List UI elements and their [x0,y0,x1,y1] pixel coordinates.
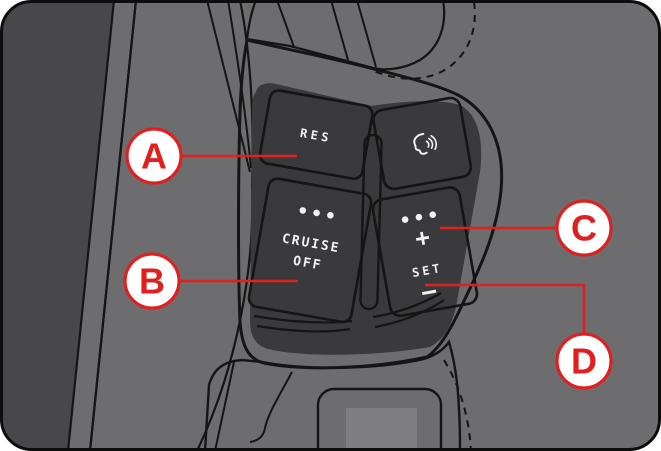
off-label: OFF [292,254,324,274]
callout-a-circle [125,127,183,185]
lower-spoke [203,339,462,450]
switch-pod-shadow [250,83,482,355]
callout-b-circle [123,252,181,310]
res-button [258,89,374,180]
switch-pod-bezel [237,38,504,370]
voice-command-button [372,96,473,191]
three-dots-icon [401,211,436,223]
callout-c-label: C [571,208,597,249]
rim-trim-dashed-line-top [373,1,476,80]
button-divider [359,133,383,311]
pod-edge-line [372,292,442,319]
callout-b-label: B [139,261,165,302]
lower-facet-line [214,361,235,450]
lower-spoke-recess [316,387,443,450]
callouts: A B C D [123,127,613,390]
set-label: SET [411,261,444,280]
spoke-ridge-line [356,1,377,68]
left-button-column: RES CRUISE OFF [247,89,374,324]
callout-a-label: A [141,136,167,177]
spoke-ridge-line [276,1,295,48]
plus-label: + [413,223,432,253]
column-facet-line [206,1,251,173]
pod-edge-line [256,324,351,333]
set-minus-button [371,186,479,318]
callout-d-leader [425,283,586,334]
column-facet-strip [66,1,138,450]
callout-c-circle [555,199,613,257]
voice-command-icon [413,132,438,155]
upper-spoke [245,1,446,71]
spoke-ridge-line [330,1,349,61]
lower-spoke-inset [346,408,417,450]
lower-facet-line [249,371,293,443]
callout-d-label: D [571,341,597,382]
pod-edge-line [374,299,445,329]
res-button-label: RES [299,126,333,145]
side-panel-dark [1,1,114,450]
callout-d-circle [555,332,613,390]
three-dots-icon [299,207,334,219]
